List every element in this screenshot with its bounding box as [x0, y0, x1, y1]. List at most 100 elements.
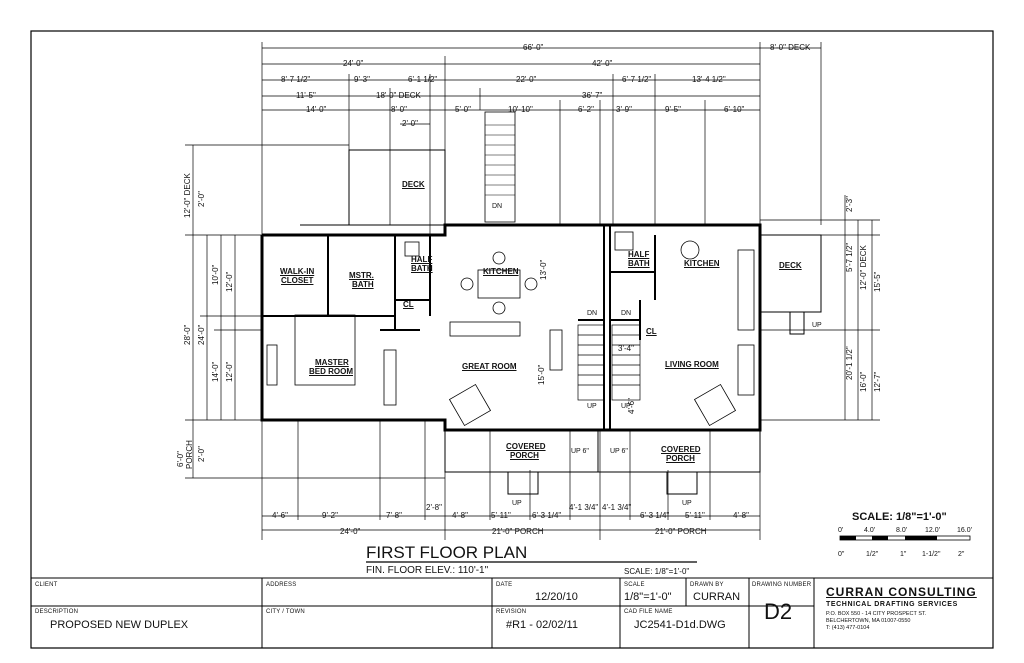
address-label: ADDRESS — [266, 582, 297, 588]
revision-value: #R1 - 02/02/11 — [506, 619, 578, 631]
room-walk-in: WALK-IN — [280, 267, 315, 276]
dim-bot-r1-a: 4'-6" — [272, 511, 288, 520]
room-deck-right: DECK — [779, 261, 802, 270]
drawing-number-value: D2 — [764, 599, 793, 624]
dim-living-46: 4'-6" — [627, 398, 636, 414]
dim-bot-r1-j: 6'-3 1/4" — [640, 511, 670, 520]
dim-left-2b: 2'-0" — [197, 446, 206, 462]
right-dimension-lines — [760, 195, 880, 421]
room-cl-1: CL — [403, 300, 414, 309]
step-up6-2: UP 6" — [610, 448, 628, 455]
scale-tick-top-3: 12.0' — [925, 527, 940, 534]
bed — [294, 314, 356, 386]
dim-top-r3-c: 6'-1 1/2" — [408, 75, 438, 84]
scale-tick-top-1: 4.0' — [864, 527, 876, 534]
dim-right-2011: 20'-1 1/2" — [845, 346, 854, 380]
drawn-by-value: CURRAN — [693, 591, 741, 603]
center-stairs — [577, 324, 641, 401]
scale-tick-bot-1: 1/2" — [866, 551, 879, 558]
cad-label: CAD FILE NAME — [624, 609, 673, 615]
company-subtitle: TECHNICAL DRAFTING SERVICES — [826, 601, 958, 608]
dim-top-r3-d: 22'-0" — [516, 75, 537, 84]
company-phone: T: (413) 477-0104 — [826, 625, 870, 631]
revision-label: REVISION — [496, 609, 527, 615]
title-block-frame — [31, 577, 993, 648]
room-mstr-bath: BATH — [352, 280, 374, 289]
room-covered-2: COVERED — [661, 445, 701, 454]
room-closet: CLOSET — [281, 276, 314, 285]
cad-value: JC2541-D1d.DWG — [634, 619, 726, 631]
dim-left-24: 24'-0" — [197, 324, 206, 345]
porches — [444, 430, 761, 495]
dim-top-r5-c: 5'-0" — [455, 105, 471, 114]
stair-dn-top: DN — [492, 203, 503, 210]
sheet-border — [30, 30, 994, 649]
stair-dn-1: DN — [587, 310, 598, 317]
graphic-scale-bar — [839, 535, 971, 541]
dim-right-127: 12'-7" — [873, 371, 882, 392]
kitchen2-table — [680, 240, 700, 260]
dim-kitchen-13: 13'-0" — [539, 259, 548, 280]
exterior-walls — [260, 223, 762, 432]
drawing-number-label: DRAWING NUMBER — [752, 582, 812, 588]
dim-top-r5-e: 6'-2" — [578, 105, 594, 114]
dim-right-155: 15'-5" — [873, 271, 882, 292]
city-label: CITY / TOWN — [266, 609, 305, 615]
dim-bot-r1-b: 9'-2" — [322, 511, 338, 520]
dim-left-12b: 12'-0" — [225, 361, 234, 382]
dim-right-12deck: 12'-0" DECK — [859, 245, 868, 290]
stair-up-2: UP — [621, 403, 631, 410]
upper-deck — [300, 111, 516, 226]
room-mstr: MSTR. — [349, 271, 374, 280]
left-dimension-lines — [185, 144, 445, 479]
room-kitchen-2: KITCHEN — [684, 259, 720, 268]
dim-top-r5-d: 10'-10" — [508, 105, 533, 114]
stair-up-porch-1: UP — [512, 500, 522, 507]
bottom-dimension-lines — [261, 420, 761, 540]
dim-great-15: 15'-0" — [537, 364, 546, 385]
dim-top-24: 24'-0" — [343, 59, 364, 68]
dim-bot-r2-b: 21'-0" PORCH — [492, 527, 544, 536]
company-address-1: P.O. BOX 550 - 14 CITY PROSPECT ST. — [826, 611, 927, 617]
dim-top-r3-a: 8'-7 1/2" — [281, 75, 311, 84]
room-living-room: LIVING ROOM — [665, 360, 719, 369]
scale-tick-top-0: 0' — [838, 527, 844, 534]
scale-label: SCALE — [624, 582, 645, 588]
dim-bot-r1-e: 4'-8" — [452, 511, 468, 520]
dim-bot-r1-f: 5'-11" — [491, 511, 511, 520]
dim-left-14: 14'-0" — [211, 361, 220, 382]
top-dimension-lines — [261, 42, 822, 235]
dim-top-overall: 66'-0" — [523, 43, 544, 52]
room-bath-2: BATH — [628, 259, 650, 268]
dim-bot-r2-c: 21'-0" PORCH — [655, 527, 707, 536]
room-deck-top: DECK — [402, 180, 425, 189]
dim-bot-r1-g: 6'-3 1/4" — [532, 511, 562, 520]
room-kitchen-1: KITCHEN — [483, 267, 519, 276]
room-porch-2: PORCH — [666, 454, 695, 463]
dim-bot-r2-a: 24'-0" — [340, 527, 361, 536]
graphic-scale-title: SCALE: 1/8"=1'-0" — [852, 511, 947, 523]
right-deck — [760, 234, 822, 335]
room-great-room: GREAT ROOM — [462, 362, 517, 371]
room-bath-1: BATH — [411, 264, 433, 273]
dim-top-r3-b: 9'-3" — [354, 75, 370, 84]
room-master: MASTER — [315, 358, 349, 367]
scale-tick-bot-2: 1" — [900, 551, 907, 558]
dim-top-r3-e: 6'-7 1/2" — [622, 75, 652, 84]
scale-tick-top-2: 8.0' — [896, 527, 908, 534]
room-bed-room: BED ROOM — [309, 367, 353, 376]
dim-bot-r1-i: 4'-1 3/4" — [602, 503, 632, 512]
dim-left-deck: 12'-0" DECK — [183, 173, 192, 218]
stair-up-porch-2: UP — [682, 500, 692, 507]
scale-tick-top-4: 16.0' — [957, 527, 972, 534]
date-label: DATE — [496, 582, 513, 588]
dim-bot-r1-d: 2'-8" — [426, 503, 442, 512]
dim-bot-r1-c: 7'-8" — [386, 511, 402, 520]
dim-stair-34: 3'-4" — [618, 344, 634, 353]
dim-top-42: 42'-0" — [592, 59, 613, 68]
dim-left-2a: 2'-0" — [197, 191, 206, 207]
room-covered-1: COVERED — [506, 442, 546, 451]
dim-bot-r1-h: 4'-1 3/4" — [569, 503, 599, 512]
